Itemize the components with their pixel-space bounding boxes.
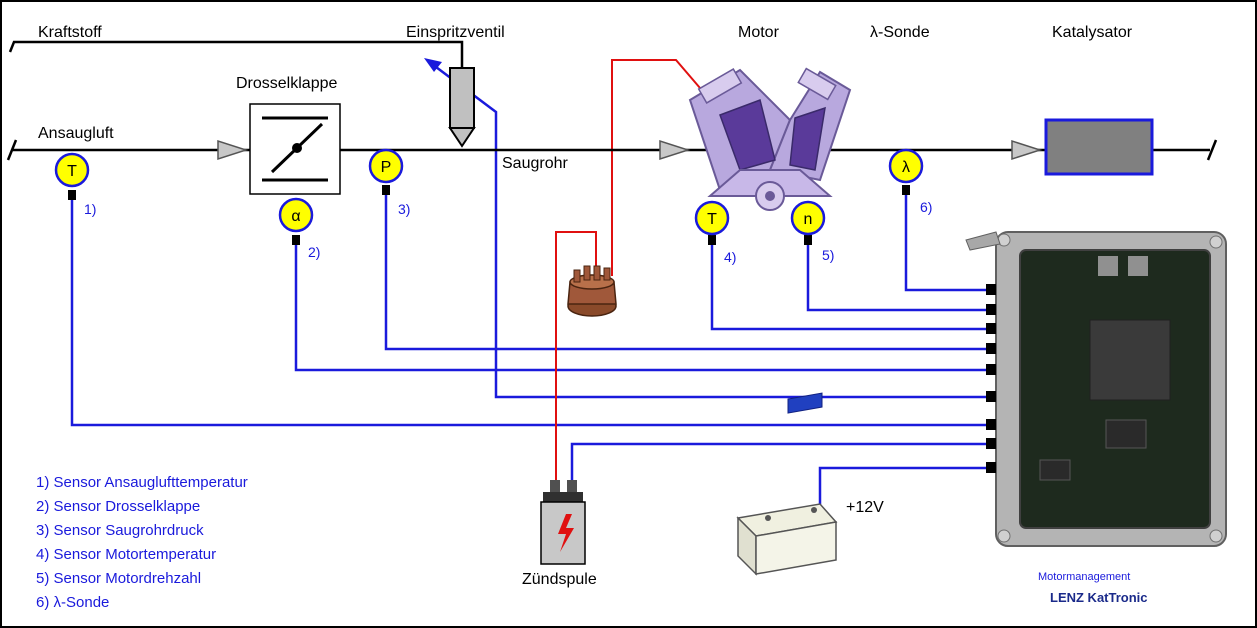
legend-item-5: 5) Sensor Motordrehzahl	[36, 570, 201, 587]
wire-sensor-5	[808, 245, 990, 310]
sensor-1-symbol: T	[67, 163, 77, 180]
distributor-icon	[568, 266, 616, 316]
sensor-4-number: 4)	[724, 249, 736, 265]
ecu-connector-pins	[986, 284, 996, 473]
ecu-icon	[966, 232, 1226, 546]
wire-coil-a	[572, 444, 990, 480]
sensor-1-number: 1)	[84, 201, 96, 217]
sensor-5-symbol: n	[804, 211, 813, 228]
label-ansaugluft: Ansaugluft	[38, 125, 114, 142]
legend-item-6: 6) λ-Sonde	[36, 594, 109, 611]
label-saugrohr: Saugrohr	[502, 155, 568, 172]
sensor-3-symbol: P	[381, 159, 392, 176]
label-drosselklappe: Drosselklappe	[236, 75, 337, 92]
label-katalysator: Katalysator	[1052, 24, 1133, 41]
legend-item-1: 1) Sensor Ansauglufttemperatur	[36, 474, 248, 491]
label-zuendspule: Zündspule	[522, 571, 597, 588]
wire-sensor-1	[72, 200, 990, 425]
legend-item-3: 3) Sensor Saugrohrdruck	[36, 522, 204, 539]
flow-arrow-2	[660, 141, 688, 159]
sensor-6: λ 6)	[890, 150, 932, 215]
wire-sensor-4	[712, 245, 990, 329]
label-kraftstoff: Kraftstoff	[38, 24, 102, 41]
sensor-3-number: 3)	[398, 201, 410, 217]
sensor-5: n 5)	[792, 202, 834, 263]
sensor-2-symbol: α	[291, 208, 300, 225]
sensor-4: T 4)	[696, 202, 736, 265]
brand-logo: LENZ KatTronic	[1050, 590, 1148, 605]
label-lambda-sonde: λ-Sonde	[870, 24, 930, 41]
fuel-line	[10, 42, 462, 68]
sensor-2-number: 2)	[308, 244, 320, 260]
label-motor: Motor	[738, 24, 780, 41]
legend-item-2: 2) Sensor Drosselklappe	[36, 498, 200, 515]
sensor-3: P 3)	[370, 150, 410, 217]
sensor-6-symbol: λ	[902, 159, 910, 176]
catalytic-converter-icon	[1046, 120, 1152, 174]
signal-wires	[72, 58, 990, 508]
wire-sensor-2	[296, 245, 990, 370]
sensor-1: T 1)	[56, 154, 96, 217]
injector-icon	[450, 68, 474, 146]
throttle-body-icon	[250, 104, 340, 194]
legend: 1) Sensor Ansauglufttemperatur 2) Sensor…	[36, 474, 248, 611]
sensor-4-symbol: T	[707, 211, 717, 228]
label-plus12v: +12V	[846, 499, 884, 516]
sensor-6-number: 6)	[920, 199, 932, 215]
ignition-coil-icon	[541, 480, 585, 564]
engine-icon	[690, 69, 850, 210]
label-einspritzventil: Einspritzventil	[406, 24, 505, 41]
wire-sensor-3	[386, 195, 990, 349]
sensor-5-number: 5)	[822, 247, 834, 263]
flow-arrow-1	[218, 141, 246, 159]
label-motormanagement: Motormanagement	[1038, 571, 1130, 583]
battery-icon	[738, 393, 836, 574]
spark-plug-wire	[612, 60, 700, 276]
flow-arrow-3	[1012, 141, 1040, 159]
fuel-pipe	[10, 42, 462, 68]
legend-item-4: 4) Sensor Motortemperatur	[36, 546, 216, 563]
sensor-2: α 2)	[280, 199, 320, 260]
